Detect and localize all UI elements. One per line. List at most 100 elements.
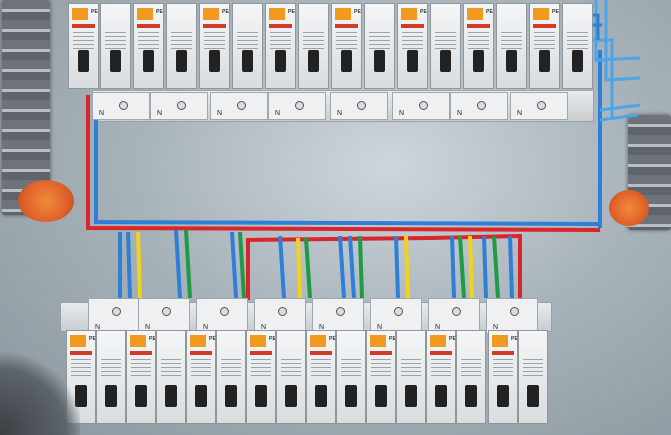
circuit-breaker (156, 330, 186, 424)
spec-text (401, 359, 421, 377)
brand-text: PEOPLE (269, 336, 276, 342)
screw (357, 101, 367, 110)
red-stripe (190, 351, 212, 355)
neutral-terminal: N (92, 92, 150, 120)
terminal-label: N (275, 110, 281, 117)
orange-label (492, 335, 508, 347)
terminal-label: N (399, 110, 405, 117)
red-stripe (70, 351, 92, 355)
orange-label (467, 8, 483, 20)
spec-text (105, 32, 126, 50)
panel-edge-shadow (0, 345, 80, 435)
red-stripe (269, 24, 292, 28)
circuit-breaker: PEOPLE (126, 330, 156, 424)
circuit-breaker: PEOPLE (397, 3, 428, 89)
breaker-toggle (142, 50, 155, 72)
red-stripe (130, 351, 152, 355)
brand-text: PEOPLE (222, 9, 230, 15)
red-stripe (533, 24, 556, 28)
left-grommet (18, 180, 74, 222)
orange-label (335, 8, 351, 20)
spec-text (435, 32, 456, 50)
breaker-toggle (274, 50, 287, 72)
breaker-toggle (345, 385, 357, 407)
terminal-label: N (145, 324, 151, 331)
circuit-breaker: PEOPLE (463, 3, 494, 89)
circuit-breaker (100, 3, 131, 89)
breaker-toggle (135, 385, 147, 407)
screw (510, 307, 520, 316)
circuit-breaker: PEOPLE (246, 330, 276, 424)
spec-text (461, 359, 481, 377)
neutral-terminal: N (196, 298, 248, 334)
neutral-terminal: N (370, 298, 422, 334)
circuit-breaker: PEOPLE (68, 3, 99, 89)
red-stripe (430, 351, 452, 355)
spec-text (221, 359, 241, 377)
screw (278, 307, 288, 316)
breaker-toggle (405, 385, 417, 407)
orange-label (533, 8, 549, 20)
circuit-breaker (166, 3, 197, 89)
circuit-breaker (456, 330, 486, 424)
breaker-toggle (465, 385, 477, 407)
circuit-breaker (518, 330, 548, 424)
orange-label (401, 8, 417, 20)
breaker-toggle (105, 385, 117, 407)
neutral-terminal: N (210, 92, 268, 120)
breaker-toggle (241, 50, 254, 72)
orange-label (430, 335, 446, 347)
circuit-breaker: PEOPLE (366, 330, 396, 424)
red-stripe (492, 351, 514, 355)
circuit-breaker: PEOPLE (426, 330, 456, 424)
spec-text (281, 359, 301, 377)
brand-text: PEOPLE (486, 9, 494, 15)
circuit-breaker: PEOPLE (306, 330, 336, 424)
circuit-breaker (364, 3, 395, 89)
screw (177, 101, 187, 110)
brand-text: PEOPLE (420, 9, 428, 15)
brand-text: PEOPLE (149, 336, 156, 342)
spec-text (369, 32, 390, 50)
circuit-breaker (496, 3, 527, 89)
neutral-terminal: N (254, 298, 306, 334)
brand-text: PEOPLE (89, 336, 96, 342)
breaker-toggle (208, 50, 221, 72)
screw (477, 101, 487, 110)
spec-text (161, 359, 181, 377)
red-stripe (401, 24, 424, 28)
breaker-toggle (538, 50, 551, 72)
spec-text (431, 359, 451, 377)
breaker-toggle (77, 50, 90, 72)
spec-text (270, 32, 291, 50)
breaker-toggle (315, 385, 327, 407)
screw (452, 307, 462, 316)
orange-label (370, 335, 386, 347)
breaker-toggle (195, 385, 207, 407)
screw (537, 101, 547, 110)
spec-text (311, 359, 331, 377)
red-stripe (203, 24, 226, 28)
screw (336, 307, 346, 316)
red-stripe (137, 24, 160, 28)
neutral-terminal: N (138, 298, 190, 334)
spec-text (303, 32, 324, 50)
neutral-terminal: N (88, 298, 140, 334)
terminal-label: N (319, 324, 325, 331)
right-grommet (609, 190, 649, 226)
circuit-breaker: PEOPLE (199, 3, 230, 89)
terminal-label: N (457, 110, 463, 117)
breaker-toggle (255, 385, 267, 407)
spec-text (138, 32, 159, 50)
circuit-breaker: PEOPLE (529, 3, 560, 89)
circuit-breaker (216, 330, 246, 424)
breaker-toggle (340, 50, 353, 72)
circuit-breaker (96, 330, 126, 424)
circuit-breaker: PEOPLE (66, 330, 96, 424)
neutral-terminal: N (330, 92, 388, 120)
brand-text: PEOPLE (552, 9, 560, 15)
breaker-toggle (497, 385, 509, 407)
spec-text (493, 359, 513, 377)
terminal-label: N (337, 110, 343, 117)
orange-label (72, 8, 88, 20)
